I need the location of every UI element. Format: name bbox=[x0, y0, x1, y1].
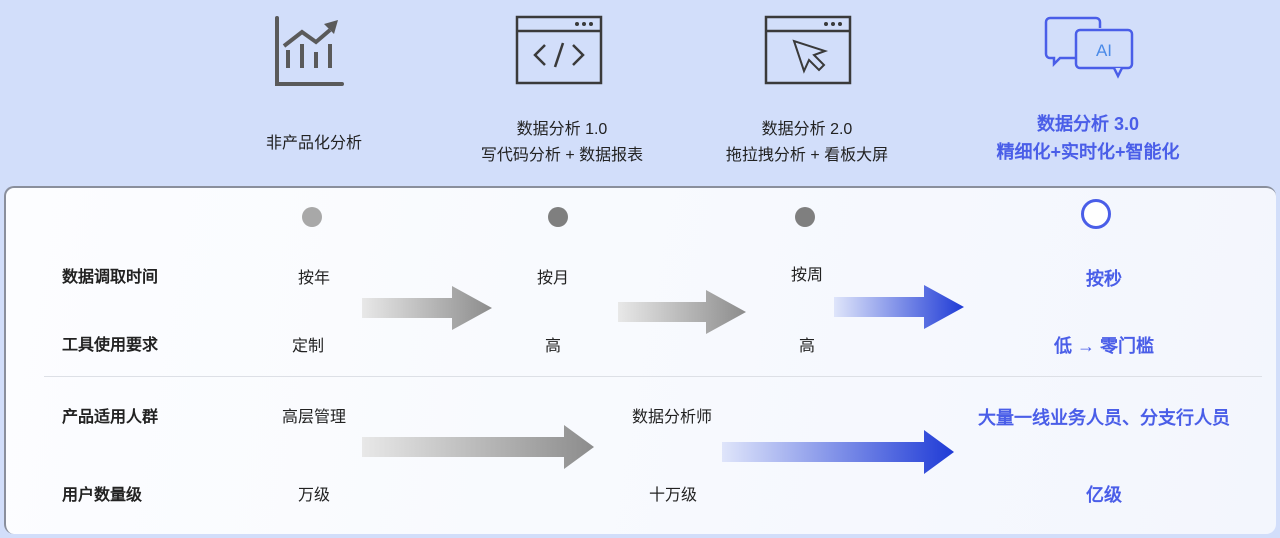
cell-audience-0: 高层管理 bbox=[281, 409, 346, 426]
cursor-window-icon bbox=[764, 15, 852, 85]
stage-2-title: 数据分析 2.0 拖拉拽分析 + 看板大屏 bbox=[677, 117, 937, 169]
comparison-panel bbox=[4, 186, 1276, 534]
stage-title: 非产品化分析 bbox=[265, 135, 362, 152]
section-divider bbox=[44, 376, 1262, 377]
svg-text:AI: AI bbox=[1096, 41, 1112, 60]
stage-title: 数据分析 1.0 bbox=[516, 121, 608, 138]
cell-data-time-3: 按秒 bbox=[1086, 269, 1122, 289]
stage-subtitle: 拖拉拽分析 + 看板大屏 bbox=[725, 147, 889, 164]
cell-audience-2: 大量一线业务人员、分支行人员 bbox=[978, 408, 1230, 428]
row-label-audience: 产品适用人群 bbox=[62, 409, 159, 426]
stage-subtitle: 精细化+实时化+智能化 bbox=[996, 142, 1180, 162]
arrow-right-icon bbox=[834, 285, 964, 329]
cell-user-scale-0: 万级 bbox=[297, 487, 330, 504]
cell-data-time-1: 按月 bbox=[536, 270, 569, 287]
row-label-data-time: 数据调取时间 bbox=[62, 269, 159, 286]
stage-2-dot bbox=[795, 207, 815, 227]
cell-tool-req-2: 高 bbox=[798, 338, 815, 355]
arrow-right-icon bbox=[362, 425, 594, 469]
cell-tool-req-1: 高 bbox=[544, 338, 561, 355]
cell-data-time-2: 按周 bbox=[790, 267, 823, 284]
arrow-right-icon bbox=[722, 430, 954, 474]
stage-3-dot bbox=[1081, 199, 1111, 229]
stage-0-dot bbox=[302, 207, 322, 227]
stage-0-title: 非产品化分析 bbox=[184, 131, 444, 157]
arrow-right-icon bbox=[362, 286, 492, 330]
stage-1-dot bbox=[548, 207, 568, 227]
stage-1-title: 数据分析 1.0 写代码分析 + 数据报表 bbox=[432, 117, 692, 169]
stage-subtitle: 写代码分析 + 数据报表 bbox=[480, 147, 644, 164]
cell-audience-1: 数据分析师 bbox=[631, 409, 712, 426]
cell-data-time-0: 按年 bbox=[297, 270, 330, 287]
stage-3-title: 数据分析 3.0 精细化+实时化+智能化 bbox=[958, 110, 1218, 166]
row-label-user-scale: 用户数量级 bbox=[62, 487, 143, 504]
arrow-right-icon bbox=[618, 290, 746, 334]
ai-chat-icon: AI bbox=[1044, 16, 1136, 80]
cell-tool-req-3: 低 → 零门槛 bbox=[1053, 336, 1154, 356]
row-label-tool-req: 工具使用要求 bbox=[62, 337, 159, 354]
stage-title: 数据分析 2.0 bbox=[761, 121, 853, 138]
code-window-icon bbox=[515, 15, 603, 85]
cell-user-scale-1: 十万级 bbox=[648, 487, 697, 504]
line-chart-icon bbox=[272, 16, 346, 88]
stage-title: 数据分析 3.0 bbox=[1036, 114, 1140, 134]
cell-user-scale-2: 亿级 bbox=[1086, 485, 1122, 505]
cell-tool-req-0: 定制 bbox=[291, 338, 324, 355]
